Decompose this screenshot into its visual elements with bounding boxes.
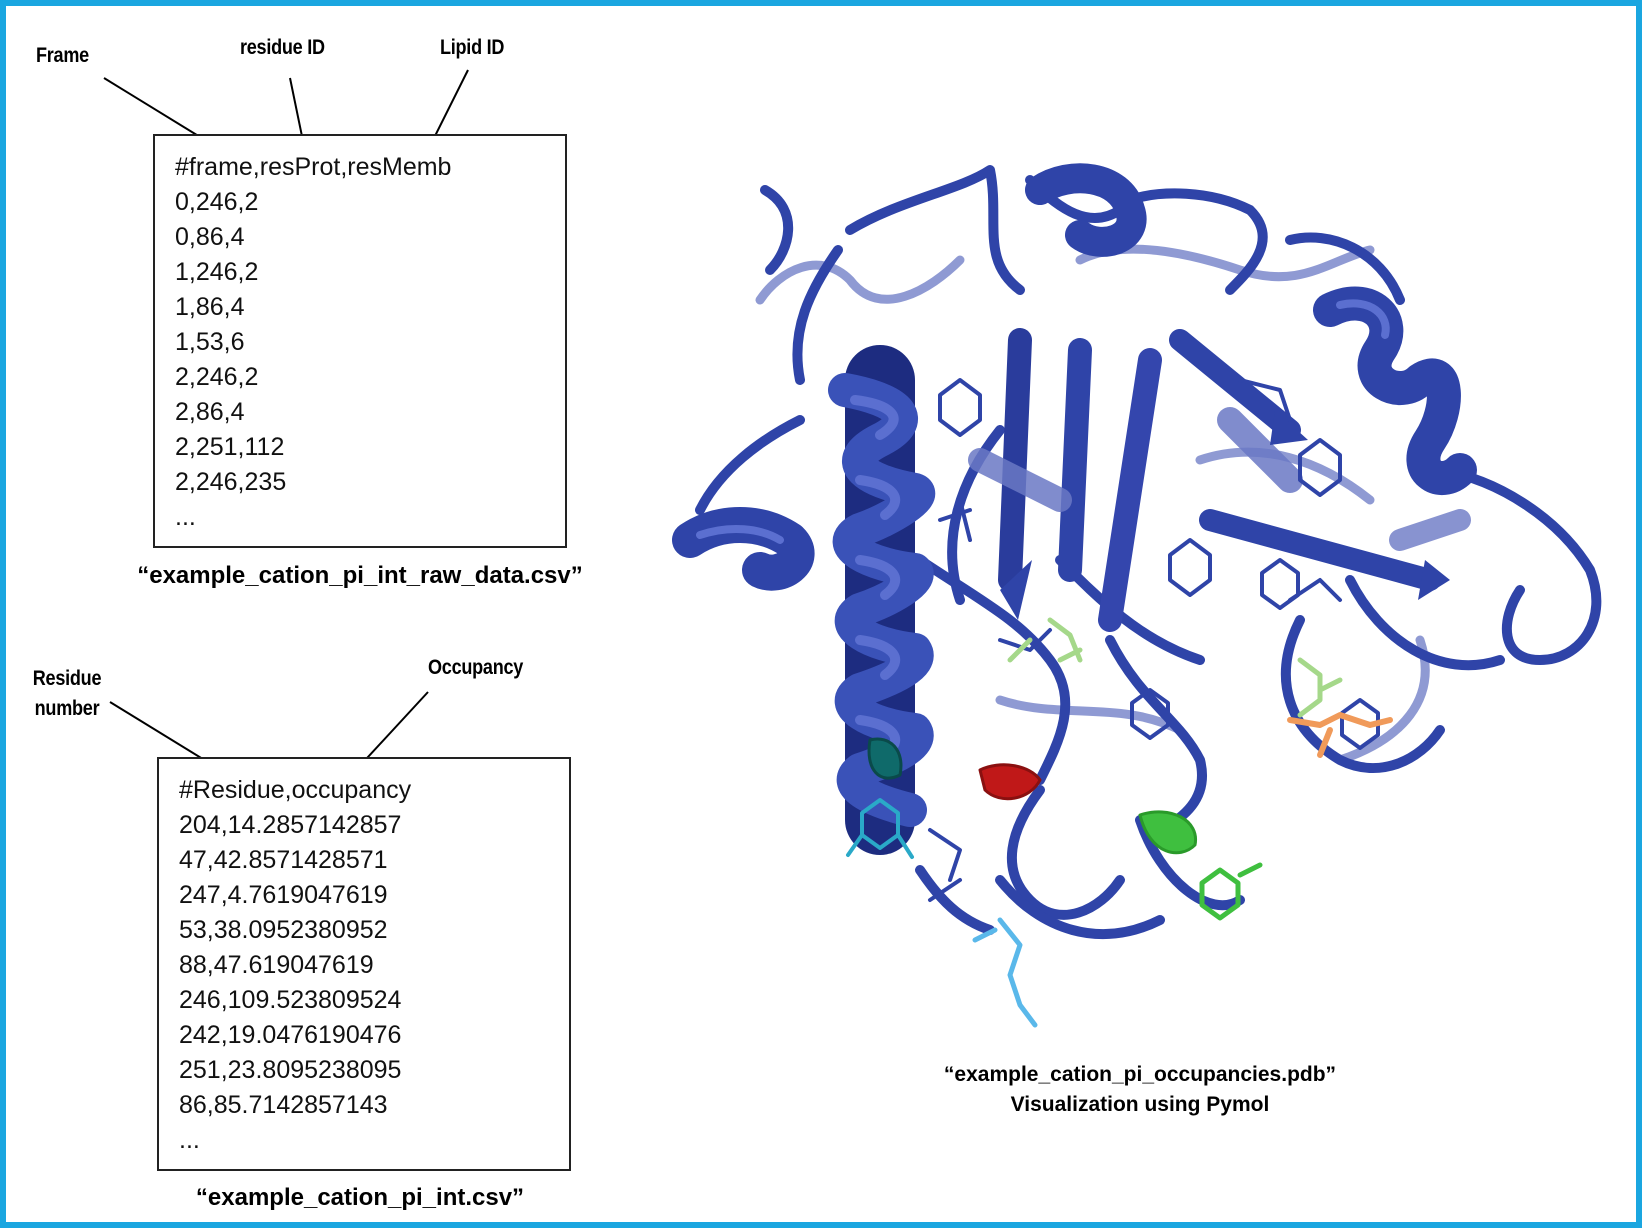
beta-strands bbox=[968, 328, 1471, 632]
csv-header-line: #Residue,occupancy bbox=[179, 776, 412, 804]
alpha-helix-top bbox=[1025, 163, 1147, 257]
csv-line: 251,23.8095238095 bbox=[179, 1056, 402, 1084]
csv-line: 47,42.8571428571 bbox=[179, 846, 388, 874]
csv-line: 2,246,235 bbox=[175, 468, 287, 496]
csv-line: 204,14.2857142857 bbox=[179, 811, 402, 839]
csv-line: 2,86,4 bbox=[175, 398, 245, 426]
residue-number-label-line2: number bbox=[34, 697, 100, 720]
lipid-id-arrow bbox=[429, 69, 469, 148]
coil-loops bbox=[695, 165, 1602, 939]
csv-header-line: #frame,resProt,resMemb bbox=[175, 153, 452, 181]
csv-line: 0,246,2 bbox=[175, 188, 259, 216]
occupancy-csv-box: #Residue,occupancy 204,14.2857142857 47,… bbox=[157, 757, 571, 1171]
csv-line: 246,109.523809524 bbox=[179, 986, 402, 1014]
protein-caption: “example_cation_pi_occupancies.pdb” Visu… bbox=[900, 1060, 1380, 1120]
csv-line: 53,38.0952380952 bbox=[179, 916, 388, 944]
csv-line: 247,4.7619047619 bbox=[179, 881, 388, 909]
csv-line: 0,86,4 bbox=[175, 223, 245, 251]
residue-highlights bbox=[846, 617, 1393, 1028]
csv-line: 86,85.7142857143 bbox=[179, 1091, 388, 1119]
occupancy-label: Occupancy bbox=[428, 656, 524, 679]
csv-line: 1,86,4 bbox=[175, 293, 245, 321]
strand-arrowheads bbox=[1000, 410, 1450, 620]
visualization-note: Visualization using Pymol bbox=[1010, 1093, 1270, 1116]
residue-number-label: Residue number bbox=[28, 664, 105, 724]
csv-line: 88,47.619047619 bbox=[179, 951, 374, 979]
residue-id-label: residue ID bbox=[240, 36, 325, 59]
csv-ellipsis: ... bbox=[179, 1126, 200, 1154]
frame-label: Frame bbox=[36, 44, 89, 67]
raw-data-filename: “example_cation_pi_int_raw_data.csv” bbox=[137, 562, 583, 589]
csv-line: 2,246,2 bbox=[175, 363, 259, 391]
pdb-filename: “example_cation_pi_occupancies.pdb” bbox=[943, 1063, 1337, 1086]
residue-number-label-line1: Residue bbox=[32, 667, 102, 690]
csv-line: 2,251,112 bbox=[175, 433, 285, 461]
csv-line: 242,19.0476190476 bbox=[179, 1021, 402, 1049]
csv-ellipsis: ... bbox=[175, 503, 196, 531]
occupancy-filename: “example_cation_pi_int.csv” bbox=[195, 1184, 525, 1211]
alpha-helix-top-right bbox=[1313, 286, 1477, 495]
csv-line: 1,246,2 bbox=[175, 258, 259, 286]
raw-data-csv-box: #frame,resProt,resMemb 0,246,2 0,86,4 1,… bbox=[153, 134, 567, 548]
side-chain-sticks bbox=[928, 378, 1380, 902]
lipid-id-label: Lipid ID bbox=[440, 36, 505, 59]
csv-line: 1,53,6 bbox=[175, 328, 245, 356]
alpha-helix-far-left bbox=[672, 507, 815, 591]
